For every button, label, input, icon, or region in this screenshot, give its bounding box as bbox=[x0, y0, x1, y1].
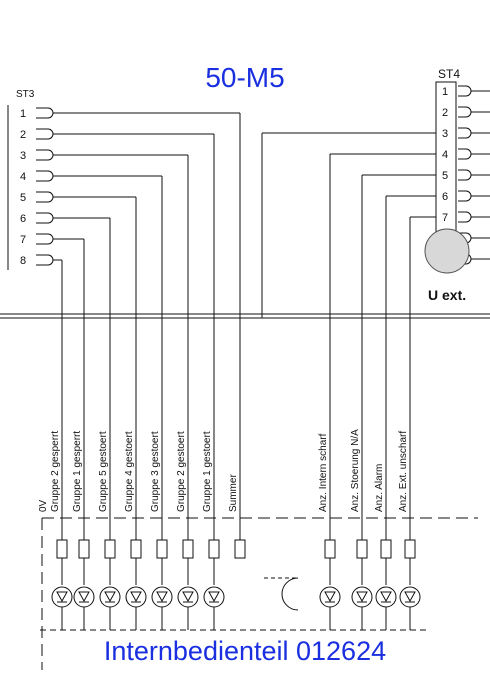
st3-pin-7: 7 bbox=[20, 234, 26, 246]
st3-pin-3: 3 bbox=[20, 150, 26, 162]
st4-socket-5 bbox=[458, 169, 472, 181]
right-signal-resistor-1 bbox=[356, 539, 368, 559]
st4-socket-2 bbox=[458, 106, 472, 118]
st4-pin-3: 3 bbox=[442, 128, 448, 140]
left-signal-resistor-1 bbox=[78, 539, 90, 559]
st3-socket-1 bbox=[36, 107, 54, 119]
right-signal-led-3 bbox=[399, 586, 421, 608]
right-signal-label-2: Anz. Alarm bbox=[374, 464, 385, 512]
right-signal-resistor-0 bbox=[324, 539, 336, 559]
st3-pin-6: 6 bbox=[20, 213, 26, 225]
left-signal-diode-4 bbox=[156, 591, 168, 603]
left-signal-led-5 bbox=[177, 586, 199, 608]
left-signal-led-6 bbox=[203, 586, 225, 608]
right-signal-label-1: Anz. Stoerung N/A bbox=[350, 429, 361, 512]
st4-socket-3 bbox=[458, 127, 472, 139]
right-signal-resistor-3 bbox=[404, 539, 416, 559]
left-signal-led-2 bbox=[99, 586, 121, 608]
left-signal-diode-2 bbox=[104, 591, 116, 603]
st4-pin-7: 7 bbox=[442, 212, 448, 224]
right-signal-diode-2 bbox=[380, 591, 392, 603]
left-signal-diode-1 bbox=[78, 591, 90, 603]
st3-socket-6 bbox=[36, 212, 54, 224]
left-signal-label-0: Gruppe 2 gesperrt bbox=[50, 431, 61, 512]
left-signal-led-4 bbox=[151, 586, 173, 608]
st4-pin-5: 5 bbox=[442, 170, 448, 182]
st4-label: ST4 bbox=[438, 67, 460, 81]
st4-socket-7 bbox=[458, 211, 472, 223]
left-signal-resistor-2 bbox=[104, 539, 116, 559]
right-signal-resistor-2 bbox=[380, 539, 392, 559]
left-signal-led-1 bbox=[73, 586, 95, 608]
st3-pin-8: 8 bbox=[20, 255, 26, 267]
st3-socket-8 bbox=[36, 254, 54, 266]
st4-socket-6 bbox=[458, 190, 472, 202]
u-ext-circle bbox=[424, 228, 470, 274]
st3-socket-5 bbox=[36, 191, 54, 203]
left-signal-diode-6 bbox=[208, 591, 220, 603]
left-signal-label-1: Gruppe 1 gesperrt bbox=[72, 431, 83, 512]
right-signal-label-0: Anz. Intern scharf bbox=[318, 433, 329, 512]
right-signal-diode-1 bbox=[356, 591, 368, 603]
left-signal-label-3: Gruppe 4 gestoert bbox=[124, 431, 135, 512]
st3-socket-4 bbox=[36, 170, 54, 182]
left-signal-label-2: Gruppe 5 gestoert bbox=[98, 431, 109, 512]
left-signal-diode-0 bbox=[56, 591, 68, 603]
diagram-subtitle: Internbedienteil 012624 bbox=[103, 636, 387, 666]
st3-pin-2: 2 bbox=[20, 129, 26, 141]
right-signal-label-3: Anz. Ext. unscharf bbox=[398, 431, 409, 512]
st3-socket-7 bbox=[36, 233, 54, 245]
left-signal-diode-5 bbox=[182, 591, 194, 603]
left-signal-led-0 bbox=[51, 586, 73, 608]
right-signal-led-2 bbox=[375, 586, 397, 608]
st4-pin-4: 4 bbox=[442, 149, 448, 161]
left-signal-resistor-5 bbox=[182, 539, 194, 559]
buzzer-arc bbox=[281, 577, 299, 611]
u-ext-label: U ext. bbox=[428, 287, 466, 303]
st4-pin-6: 6 bbox=[442, 191, 448, 203]
st4-pin-2: 2 bbox=[442, 107, 448, 119]
st3-pin-4: 4 bbox=[20, 171, 26, 183]
st3-label: ST3 bbox=[16, 89, 35, 100]
left-signal-label-4: Gruppe 3 gestoert bbox=[150, 431, 161, 512]
st4-socket-4 bbox=[458, 148, 472, 160]
right-signal-diode-3 bbox=[404, 591, 416, 603]
st3-socket-3 bbox=[36, 149, 54, 161]
st4-socket-1 bbox=[458, 85, 472, 97]
st4-pin-1: 1 bbox=[442, 86, 448, 98]
st3-pin-5: 5 bbox=[20, 192, 26, 204]
right-signal-led-0 bbox=[319, 586, 341, 608]
left-signal-label-6: Gruppe 1 gestoert bbox=[202, 431, 213, 512]
right-signal-led-1 bbox=[351, 586, 373, 608]
st3-socket-2 bbox=[36, 128, 54, 140]
left-signal-led-3 bbox=[125, 586, 147, 608]
st3-pin-1: 1 bbox=[20, 108, 26, 120]
left-signal-resistor-4 bbox=[156, 539, 168, 559]
right-signal-diode-0 bbox=[324, 591, 336, 603]
left-signal-resistor-7 bbox=[234, 539, 246, 559]
left-signal-resistor-6 bbox=[208, 539, 220, 559]
left-signal-resistor-3 bbox=[130, 539, 142, 559]
left-signal-label-7: Summer bbox=[228, 474, 239, 512]
diagram-title: 50-M5 bbox=[205, 62, 285, 93]
supply-label: 0V bbox=[38, 499, 49, 512]
left-signal-label-5: Gruppe 2 gestoert bbox=[176, 431, 187, 512]
left-signal-diode-3 bbox=[130, 591, 142, 603]
left-signal-resistor-0 bbox=[56, 539, 68, 559]
